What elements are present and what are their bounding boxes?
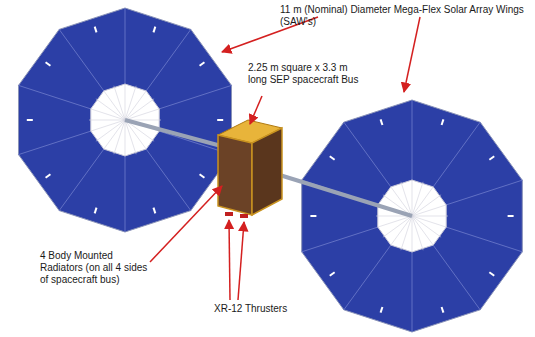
leader-line	[238, 222, 244, 300]
thruster	[240, 214, 248, 218]
leader-line	[250, 96, 262, 124]
leader-line	[229, 220, 230, 300]
thruster-callout: XR-12 Thrusters	[214, 303, 314, 315]
radiator-callout: 4 Body Mounted Radiators (on all 4 sides…	[40, 250, 158, 286]
leader-line	[404, 17, 420, 92]
bus-callout: 2.25 m square x 3.3 m long SEP spacecraf…	[248, 62, 366, 86]
solar-array-callout: 11 m (Nominal) Diameter Mega-Flex Solar …	[280, 4, 530, 28]
leader-line	[150, 186, 222, 262]
spacecraft-bus	[218, 120, 282, 215]
thruster	[225, 212, 233, 216]
boom	[270, 172, 412, 216]
